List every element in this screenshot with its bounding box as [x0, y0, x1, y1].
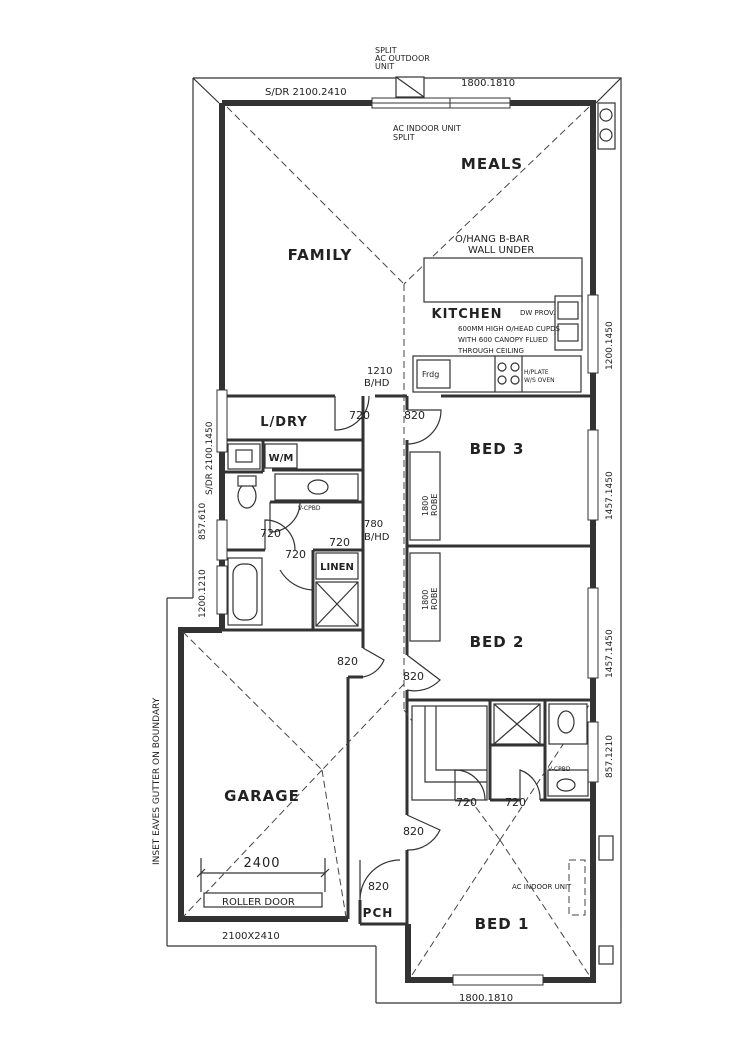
- ac-indoor-top-note-1: AC INDOOR UNIT: [393, 124, 461, 133]
- overhang-bbar-note: O/HANG B-BAR: [455, 234, 530, 245]
- dishwasher-note: DW PROV.: [520, 309, 555, 317]
- split-outdoor-note-3: UNIT: [375, 62, 394, 71]
- entry-door-size: 820: [368, 880, 389, 893]
- kitchen-note-1: 600MM HIGH O/HEAD CUPDS: [458, 325, 560, 333]
- kitchen-note-3: THROUGH CEILING: [457, 347, 524, 355]
- bulkhead-label: B/HD: [364, 378, 390, 389]
- windows: [203, 97, 599, 986]
- kitchen-note-2: WITH 600 CANOPY FLUED: [458, 336, 548, 344]
- bath-door-size: 720: [285, 548, 306, 561]
- room-label-garage: GARAGE: [224, 787, 300, 805]
- garage-width-dimension: [196, 858, 330, 892]
- bed3-door-size: 820: [404, 409, 425, 422]
- bed1-door-size: 820: [403, 825, 424, 838]
- ensuite-window-dim: 857.1210: [605, 735, 615, 778]
- room-label-kitchen: KITCHEN: [432, 307, 503, 322]
- kitchen-window-dim: 1200.1450: [605, 321, 615, 370]
- garage-width-dim: 2400: [243, 856, 280, 871]
- ac-indoor-top-note-2: SPLIT: [393, 133, 415, 142]
- vanity-cupboard-ensuite: V-CPBD: [548, 766, 571, 773]
- bed2-window-dim: 1457.1450: [605, 629, 615, 678]
- door-swings: [264, 395, 541, 901]
- ac-indoor-bed1-note: AC INDOOR UNIT: [512, 883, 572, 891]
- room-label-linen: LINEN: [320, 562, 354, 573]
- bath-window-dim: 857.610: [198, 503, 208, 540]
- room-label-bed1: BED 1: [475, 915, 530, 933]
- internal-walls: [222, 394, 593, 926]
- roller-door-label: ROLLER DOOR: [222, 897, 295, 908]
- room-label-family: FAMILY: [288, 246, 353, 264]
- wall-under-note: WALL UNDER: [468, 245, 534, 256]
- kitchen-fixtures: [412, 257, 583, 393]
- laundry-door-size: 720: [349, 409, 370, 422]
- roof-outline: [166, 77, 622, 1004]
- oven-label: W/S OVEN: [524, 377, 555, 384]
- fridge-label: Frdg: [422, 370, 439, 379]
- bed3-window-dim: 1457.1450: [605, 471, 615, 520]
- boundary-note: INSET EAVES GUTTER ON BOUNDARY: [152, 697, 162, 865]
- robes-and-wir: [409, 451, 488, 801]
- washing-machine-label: W/M: [269, 453, 294, 464]
- robe-bed2-label: ROBE: [430, 588, 439, 610]
- vanity-cupboard-bath: V-CPBD: [298, 505, 321, 512]
- room-label-bed2: BED 2: [470, 633, 525, 651]
- bed2-door-size: 820: [403, 670, 424, 683]
- hotplate-label: H/PLATE: [524, 369, 549, 376]
- garage-door-size: 820: [337, 655, 358, 668]
- split-outdoor-note-2: AC OUTDOOR: [375, 54, 430, 63]
- room-label-meals: MEALS: [461, 155, 523, 173]
- room-label-laundry: L/DRY: [260, 415, 308, 430]
- wc-window-dim: 1200.1210: [198, 569, 208, 618]
- wc-door-size: 720: [260, 527, 281, 540]
- ensuite-door-size: 720: [505, 796, 526, 809]
- room-label-porch: PCH: [363, 906, 394, 920]
- robe-bed3-label: ROBE: [430, 494, 439, 516]
- external-items: [395, 76, 616, 965]
- bulkhead-width: 1210: [367, 366, 392, 377]
- hall-door-size: 720: [329, 536, 350, 549]
- top-window-dim: 1800.1810: [461, 78, 515, 89]
- wet-area-fixtures: [227, 443, 589, 797]
- garage-door-dim: 2100X2410: [222, 931, 280, 942]
- hall-bulkhead-width: 780: [364, 519, 383, 530]
- wir-door-size: 720: [456, 796, 477, 809]
- robe-bed2-width: 1800: [421, 590, 430, 610]
- hall-bulkhead-label: B/HD: [364, 532, 390, 543]
- left-sliding-door-dim: S/DR 2100.1450: [205, 421, 215, 495]
- room-label-bed3: BED 3: [470, 440, 525, 458]
- bottom-window-dim: 1800.1810: [459, 993, 513, 1004]
- robe-bed3-width: 1800: [421, 496, 430, 516]
- split-outdoor-note-1: SPLIT: [375, 46, 397, 55]
- top-sliding-door-dim: S/DR 2100.2410: [265, 87, 347, 98]
